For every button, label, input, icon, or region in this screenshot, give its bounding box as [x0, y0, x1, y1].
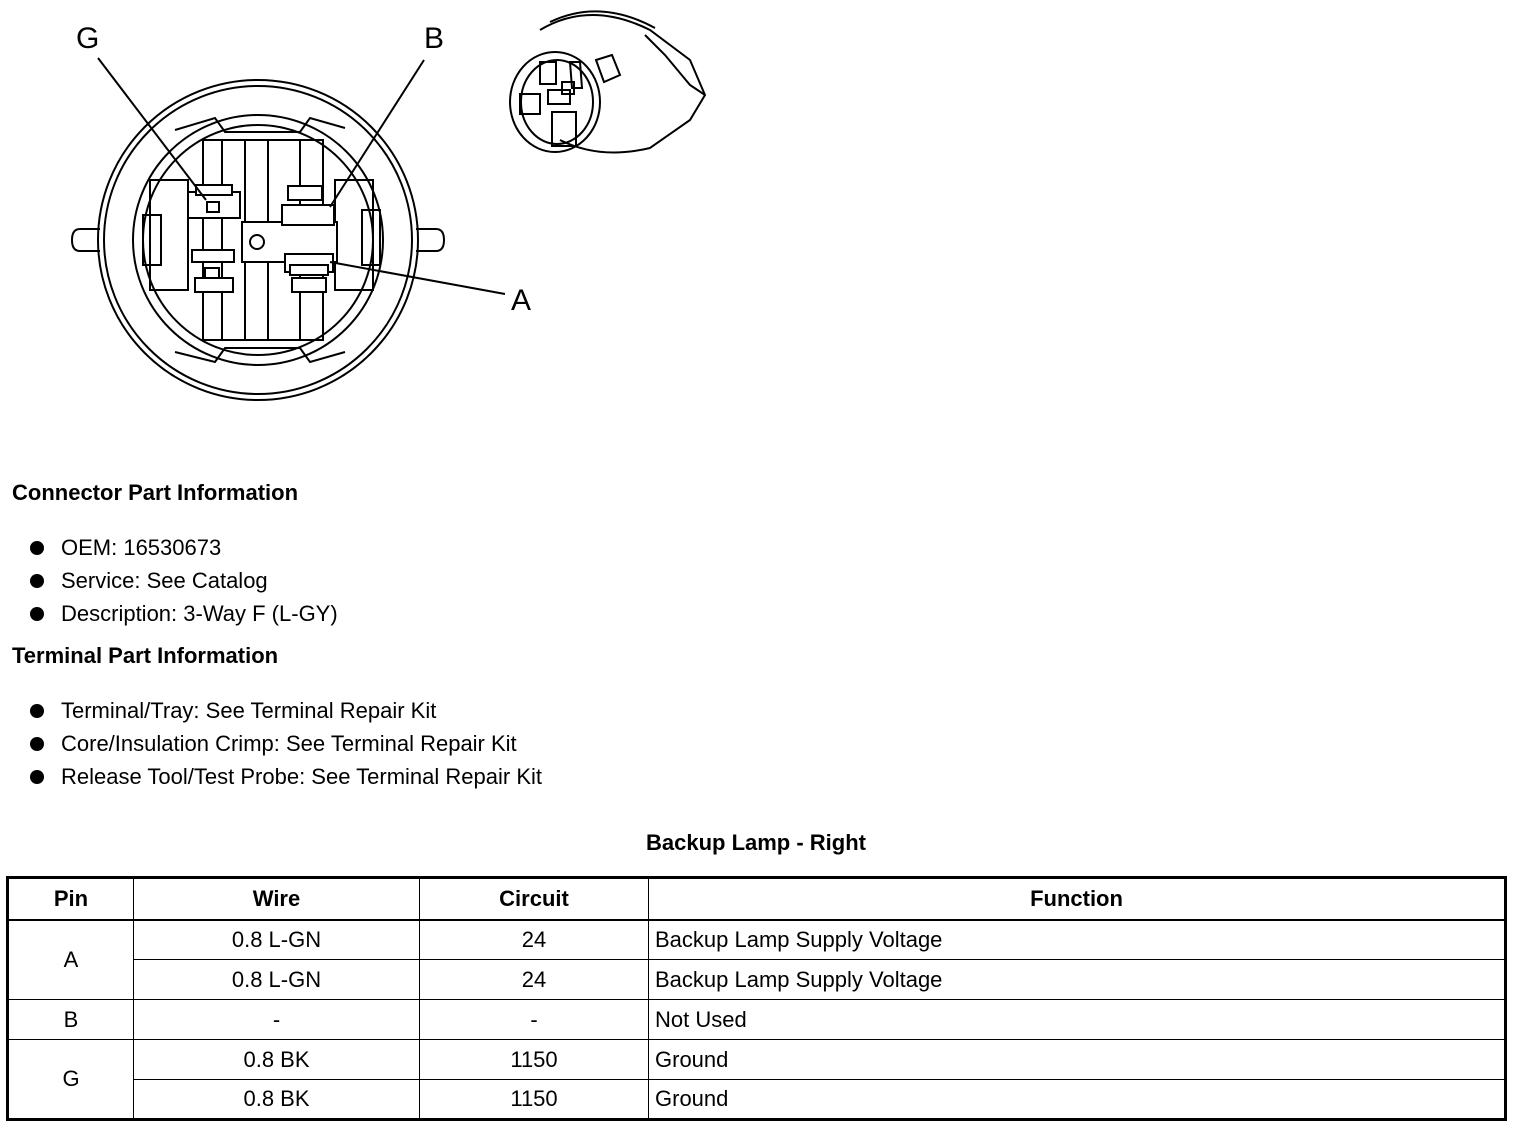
- table-header-row: Pin Wire Circuit Function: [7, 877, 1506, 921]
- connector-diagram: [70, 10, 707, 401]
- pinout-table: Pin Wire Circuit Function A 0.8 L-GN 24 …: [6, 876, 1507, 1121]
- table-title: Backup Lamp - Right: [645, 830, 866, 855]
- callout-b: B: [424, 22, 445, 55]
- list-item-text: Core/Insulation Crimp: See Terminal Repa…: [61, 731, 517, 756]
- connector-info-heading: Connector Part Information: [12, 480, 299, 505]
- cell-wire: -: [133, 999, 420, 1040]
- bullet-icon: [30, 770, 44, 784]
- bullet-icon: [30, 574, 44, 588]
- table-row: B - - Not Used: [7, 999, 1506, 1040]
- leader-b: [329, 59, 425, 208]
- cell-circuit: -: [419, 999, 649, 1040]
- list-item: Terminal/Tray: See Terminal Repair Kit: [30, 694, 542, 727]
- list-item: Description: 3-Way F (L-GY): [30, 597, 338, 630]
- header-function: Function: [648, 877, 1506, 921]
- cell-wire: 0.8 L-GN: [133, 959, 420, 1000]
- table-row: G 0.8 BK 1150 Ground: [7, 1039, 1506, 1120]
- list-item: Core/Insulation Crimp: See Terminal Repa…: [30, 727, 542, 760]
- bullet-icon: [30, 737, 44, 751]
- cell-circuit: 1150: [419, 1039, 649, 1080]
- bullet-icon: [30, 704, 44, 718]
- cell-pin: A: [7, 919, 134, 1000]
- terminal-info-heading: Terminal Part Information: [12, 643, 279, 668]
- callout-a: A: [511, 284, 532, 317]
- header-circuit: Circuit: [419, 877, 649, 921]
- terminal-info-list: Terminal/Tray: See Terminal Repair Kit C…: [30, 694, 542, 793]
- cell-pin: B: [7, 999, 134, 1040]
- header-wire: Wire: [133, 877, 420, 921]
- list-item-text: OEM: 16530673: [61, 535, 222, 560]
- cell-circuit: 1150: [419, 1079, 649, 1120]
- list-item-text: Release Tool/Test Probe: See Terminal Re…: [61, 764, 542, 789]
- table-row: 0.8 BK 1150 Ground: [8, 1079, 1506, 1120]
- table-row: 0.8 L-GN 24 Backup Lamp Supply Voltage: [8, 959, 1506, 1000]
- connector-outer-ring: [97, 79, 419, 401]
- leader-a: [329, 261, 506, 295]
- cell-function: Backup Lamp Supply Voltage: [648, 959, 1506, 1000]
- cell-circuit: 24: [419, 919, 649, 960]
- leader-g: [97, 57, 207, 201]
- list-item: OEM: 16530673: [30, 531, 338, 564]
- list-item-text: Service: See Catalog: [61, 568, 268, 593]
- connector-info-list: OEM: 16530673 Service: See Catalog Descr…: [30, 531, 338, 630]
- right-tab: [416, 228, 446, 252]
- terminal-b: [281, 204, 335, 226]
- list-item-text: Description: 3-Way F (L-GY): [61, 601, 338, 626]
- list-item-text: Terminal/Tray: See Terminal Repair Kit: [61, 698, 437, 723]
- cell-circuit: 24: [419, 959, 649, 1000]
- cell-pin: G: [7, 1039, 134, 1120]
- cell-wire: 0.8 BK: [133, 1079, 420, 1120]
- left-tab: [70, 228, 100, 252]
- bullet-icon: [30, 607, 44, 621]
- list-item: Service: See Catalog: [30, 564, 338, 597]
- bullet-icon: [30, 541, 44, 555]
- cell-function: Not Used: [648, 999, 1506, 1040]
- cell-wire: 0.8 BK: [133, 1039, 420, 1080]
- callout-g: G: [76, 22, 100, 55]
- cell-function: Ground: [648, 1079, 1506, 1120]
- cell-function: Backup Lamp Supply Voltage: [648, 919, 1506, 960]
- cell-wire: 0.8 L-GN: [133, 919, 420, 960]
- cell-function: Ground: [648, 1039, 1506, 1080]
- connector-3d-view: [509, 10, 707, 154]
- list-item: Release Tool/Test Probe: See Terminal Re…: [30, 760, 542, 793]
- header-pin: Pin: [7, 877, 134, 921]
- table-row: A 0.8 L-GN 24 Backup Lamp Supply Voltage: [7, 919, 1506, 1000]
